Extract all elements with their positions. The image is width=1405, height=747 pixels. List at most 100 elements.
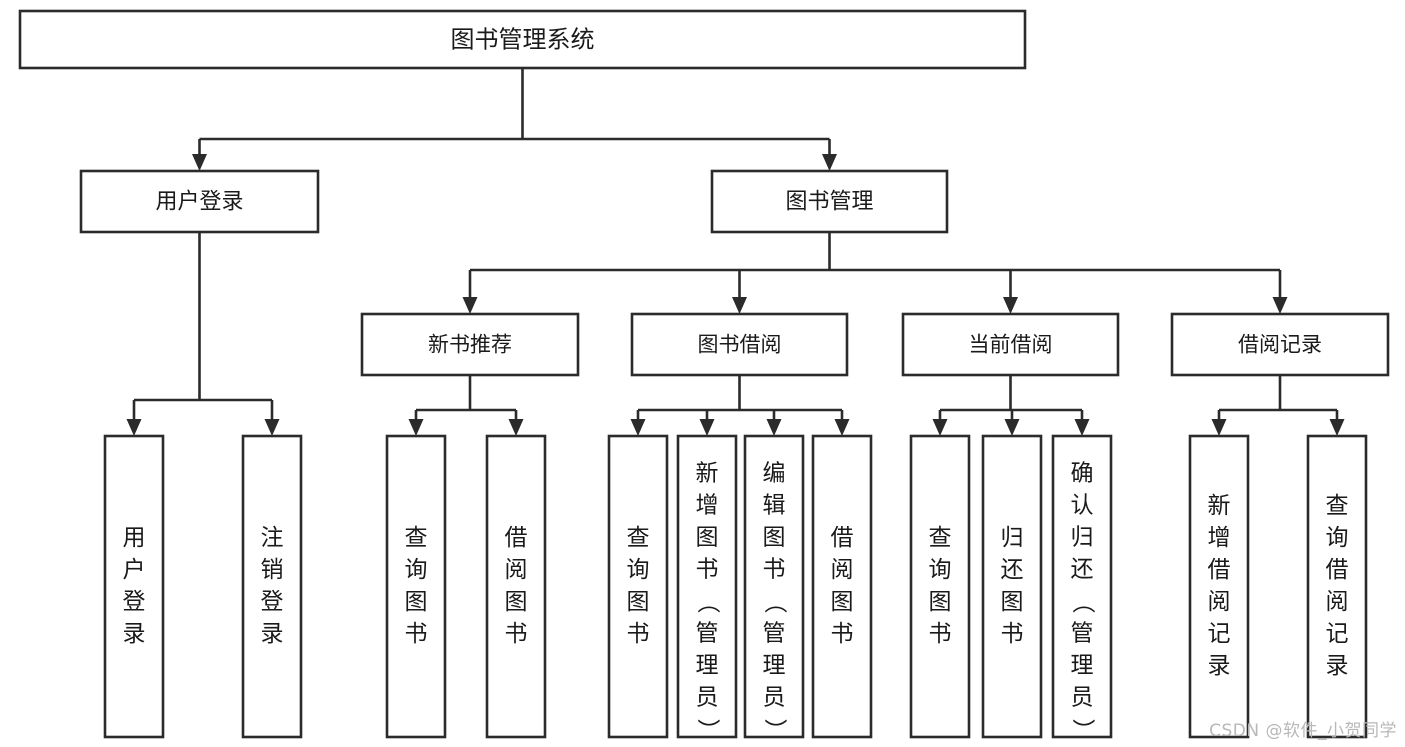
arrow-user-leaf-user-logout xyxy=(264,419,280,436)
arrow-lvl3-borrow-record xyxy=(1272,297,1288,314)
node-current-borrow[interactable]: 当前借阅 xyxy=(901,312,1120,377)
leaf-char: 理 xyxy=(1071,653,1094,679)
leaf-char: 阅 xyxy=(1326,589,1349,615)
leaf-char: 书 xyxy=(1001,621,1024,647)
node-book-manage[interactable]: 图书管理 xyxy=(710,169,949,234)
leaf-char: 书 xyxy=(505,621,528,647)
leaf-char: 销 xyxy=(261,557,284,583)
node-root[interactable]: 图书管理系统 xyxy=(18,9,1027,70)
arrow-l3-borrow-record-leaf-query-borrow-record xyxy=(1329,419,1345,436)
leaf-char: 查 xyxy=(929,525,952,551)
leaf-char: 图 xyxy=(405,589,428,615)
node-user-login[interactable]: 用户登录 xyxy=(79,169,320,234)
leaf-char: 登 xyxy=(123,589,146,615)
node-book-borrow[interactable]: 图书借阅 xyxy=(630,312,849,377)
leaf-char: 记 xyxy=(1208,621,1231,647)
leaf-char: 查 xyxy=(405,525,428,551)
leaf-char: （ xyxy=(1070,591,1096,614)
arrow-l3-current-borrow-leaf-query-book-current xyxy=(932,419,948,436)
node-label-current-borrow: 当前借阅 xyxy=(969,333,1053,357)
leaf-char: 查 xyxy=(1326,493,1349,519)
leaf-box-leaf-borrow-book xyxy=(811,434,873,739)
leaf-char: 增 xyxy=(1208,525,1231,551)
leaf-char: 借 xyxy=(831,525,854,551)
leaf-char: 新 xyxy=(1208,493,1231,519)
leaf-leaf-user-login[interactable]: 用户登录 xyxy=(103,434,165,739)
arrow-l3-new-book-rec-leaf-query-book-rec xyxy=(408,419,424,436)
leaf-char: 图 xyxy=(505,589,528,615)
leaf-char: 借 xyxy=(505,525,528,551)
leaf-char: 管 xyxy=(696,621,719,647)
leaf-char: 借 xyxy=(1326,557,1349,583)
leaf-char: 图 xyxy=(763,525,786,551)
leaf-char: 理 xyxy=(763,653,786,679)
leaf-char: 图 xyxy=(627,589,650,615)
leaf-char: 还 xyxy=(1001,557,1024,583)
arrow-user-leaf-user-login xyxy=(126,419,142,436)
leaf-char: 还 xyxy=(1071,557,1094,583)
leaf-char: 认 xyxy=(1071,493,1094,519)
leaf-char: 图 xyxy=(1001,589,1024,615)
node-new-book-rec[interactable]: 新书推荐 xyxy=(360,312,580,377)
node-box-user-login xyxy=(79,169,320,234)
leaf-char: 记 xyxy=(1326,621,1349,647)
leaf-box-leaf-user-logout xyxy=(241,434,303,739)
leaf-box-leaf-confirm-return xyxy=(1051,434,1113,739)
leaf-char: 书 xyxy=(831,621,854,647)
leaf-box-leaf-borrow-book-rec xyxy=(485,434,547,739)
leaf-char: 管 xyxy=(1071,621,1094,647)
leaf-char: 查 xyxy=(627,525,650,551)
leaf-box-leaf-add-borrow-record xyxy=(1188,434,1250,739)
leaf-char: 询 xyxy=(1326,525,1349,551)
node-box-book-manage xyxy=(710,169,949,234)
leaf-char: 编 xyxy=(763,461,786,487)
leaf-char: 书 xyxy=(627,621,650,647)
arrow-l3-current-borrow-leaf-confirm-return xyxy=(1074,419,1090,436)
node-layer: 图书管理系统用户登录图书管理新书推荐图书借阅当前借阅借阅记录用户登录注销登录查询… xyxy=(18,9,1390,742)
leaf-char: 录 xyxy=(1208,653,1231,679)
leaf-char: 登 xyxy=(261,589,284,615)
leaf-box-leaf-edit-book xyxy=(743,434,805,739)
leaf-char: 图 xyxy=(929,589,952,615)
node-box-borrow-record xyxy=(1170,312,1390,377)
leaf-char: 图 xyxy=(696,525,719,551)
node-label-user-login: 用户登录 xyxy=(155,190,243,215)
leaf-char: 归 xyxy=(1071,525,1094,551)
leaf-char: 阅 xyxy=(1208,589,1231,615)
arrow-lvl3-current-borrow xyxy=(1003,297,1018,314)
leaf-box-leaf-query-book-borrow xyxy=(607,434,669,739)
node-borrow-record[interactable]: 借阅记录 xyxy=(1170,312,1390,377)
arrow-l3-borrow-record-leaf-add-borrow-record xyxy=(1211,419,1227,436)
node-label-new-book-rec: 新书推荐 xyxy=(428,333,512,357)
leaf-char: 注 xyxy=(261,525,284,551)
node-box-new-book-rec xyxy=(360,312,580,377)
leaf-char: 管 xyxy=(763,621,786,647)
leaf-char: ） xyxy=(1070,719,1096,742)
leaf-char: 书 xyxy=(405,621,428,647)
arrow-l3-book-borrow-leaf-add-book xyxy=(699,419,715,436)
node-box-current-borrow xyxy=(901,312,1120,377)
arrow-root-user-login xyxy=(192,154,207,171)
leaf-char: 用 xyxy=(123,525,146,551)
leaf-char: 录 xyxy=(261,621,284,647)
leaf-char: 员 xyxy=(696,685,719,711)
arrow-l3-book-borrow-leaf-borrow-book xyxy=(834,419,850,436)
node-label-book-borrow: 图书借阅 xyxy=(698,333,782,357)
leaf-char: （ xyxy=(762,591,788,614)
arrow-lvl3-book-borrow xyxy=(732,297,747,314)
arrow-l3-book-borrow-leaf-edit-book xyxy=(766,419,782,436)
node-label-book-manage: 图书管理 xyxy=(785,190,873,215)
